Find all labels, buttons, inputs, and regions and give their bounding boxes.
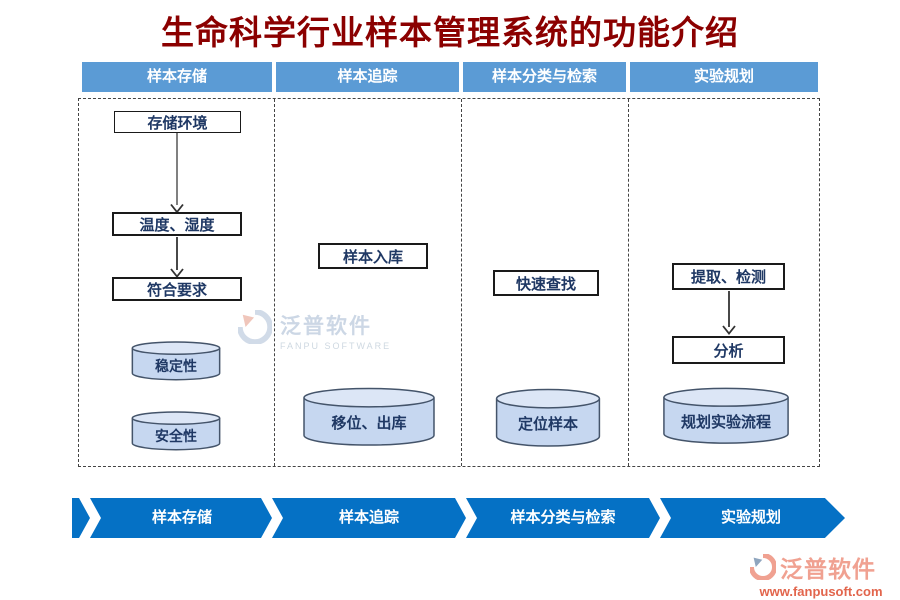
banner-chevron-divider: [79, 498, 101, 538]
flow-box-quick-search: 快速查找: [493, 270, 599, 296]
column-separator: [461, 99, 462, 466]
brand-logo: 泛普软件 www.fanpusoft.com: [750, 550, 892, 599]
cylinder-label: 移位、出库: [331, 415, 407, 432]
column-header-experiment-planning: 实验规划: [630, 62, 818, 92]
cylinder-shape: [131, 341, 221, 381]
flow-box-meets-requirements: 符合要求: [112, 277, 242, 301]
banner-chevron-divider: [261, 498, 283, 538]
cylinder-shape: [302, 387, 436, 447]
banner-step-classification-search: 样本分类与检索: [510, 509, 616, 526]
cylinder-safety: 安全性: [131, 411, 221, 451]
flow-box-storage-environment: 存储环境: [114, 111, 241, 133]
column-header-classification-search: 样本分类与检索: [463, 62, 626, 92]
cylinder-label: 规划实验流程: [680, 414, 771, 431]
cylinder-plan-experiment-flow: 规划实验流程: [662, 387, 790, 445]
arrow-down-icon: [170, 133, 184, 214]
banner-chevron-divider: [649, 498, 671, 538]
watermark: 泛普软件 FANPU SOFTWARE: [238, 310, 391, 351]
cylinder-shape: [131, 411, 221, 451]
flow-box-extract-detect: 提取、检测: [672, 263, 785, 290]
fanpu-logo-icon: [750, 554, 776, 580]
brand-name: 泛普软件: [780, 556, 876, 582]
banner-step-sample-tracking: 样本追踪: [338, 509, 399, 526]
watermark-name: 泛普软件: [280, 315, 372, 338]
column-header-sample-tracking: 样本追踪: [276, 62, 459, 92]
cylinder-move-checkout: 移位、出库: [302, 387, 436, 447]
flow-box-sample-checkin: 样本入库: [318, 243, 428, 269]
cylinder-label: 稳定性: [155, 360, 197, 375]
arrow-down-icon: [170, 237, 184, 278]
cylinder-shape: [662, 387, 790, 445]
fanpu-logo-icon: [238, 310, 272, 344]
banner-step-sample-storage: 样本存储: [151, 509, 212, 526]
arrow-down-icon: [722, 291, 736, 335]
brand-website: www.fanpusoft.com: [759, 584, 883, 599]
page-title: 生命科学行业样本管理系统的功能介绍: [161, 16, 739, 52]
banner-chevron-divider: [455, 498, 477, 538]
watermark-tagline: FANPU SOFTWARE: [280, 341, 392, 351]
cylinder-shape: [495, 388, 601, 448]
column-separator: [628, 99, 629, 466]
cylinder-locate-sample: 定位样本: [495, 388, 601, 448]
process-banner: 样本存储 样本追踪 样本分类与检索 实验规划: [72, 498, 845, 538]
flow-box-temperature-humidity: 温度、湿度: [112, 212, 242, 236]
column-separator: [274, 99, 275, 466]
cylinder-stability: 稳定性: [131, 341, 221, 381]
column-header-sample-storage: 样本存储: [82, 62, 272, 92]
cylinder-label: 定位样本: [517, 416, 578, 433]
flowchart-panel: [78, 98, 820, 467]
flow-box-analysis: 分析: [672, 336, 785, 364]
cylinder-label: 安全性: [155, 430, 197, 445]
banner-step-experiment-planning: 实验规划: [720, 509, 781, 526]
